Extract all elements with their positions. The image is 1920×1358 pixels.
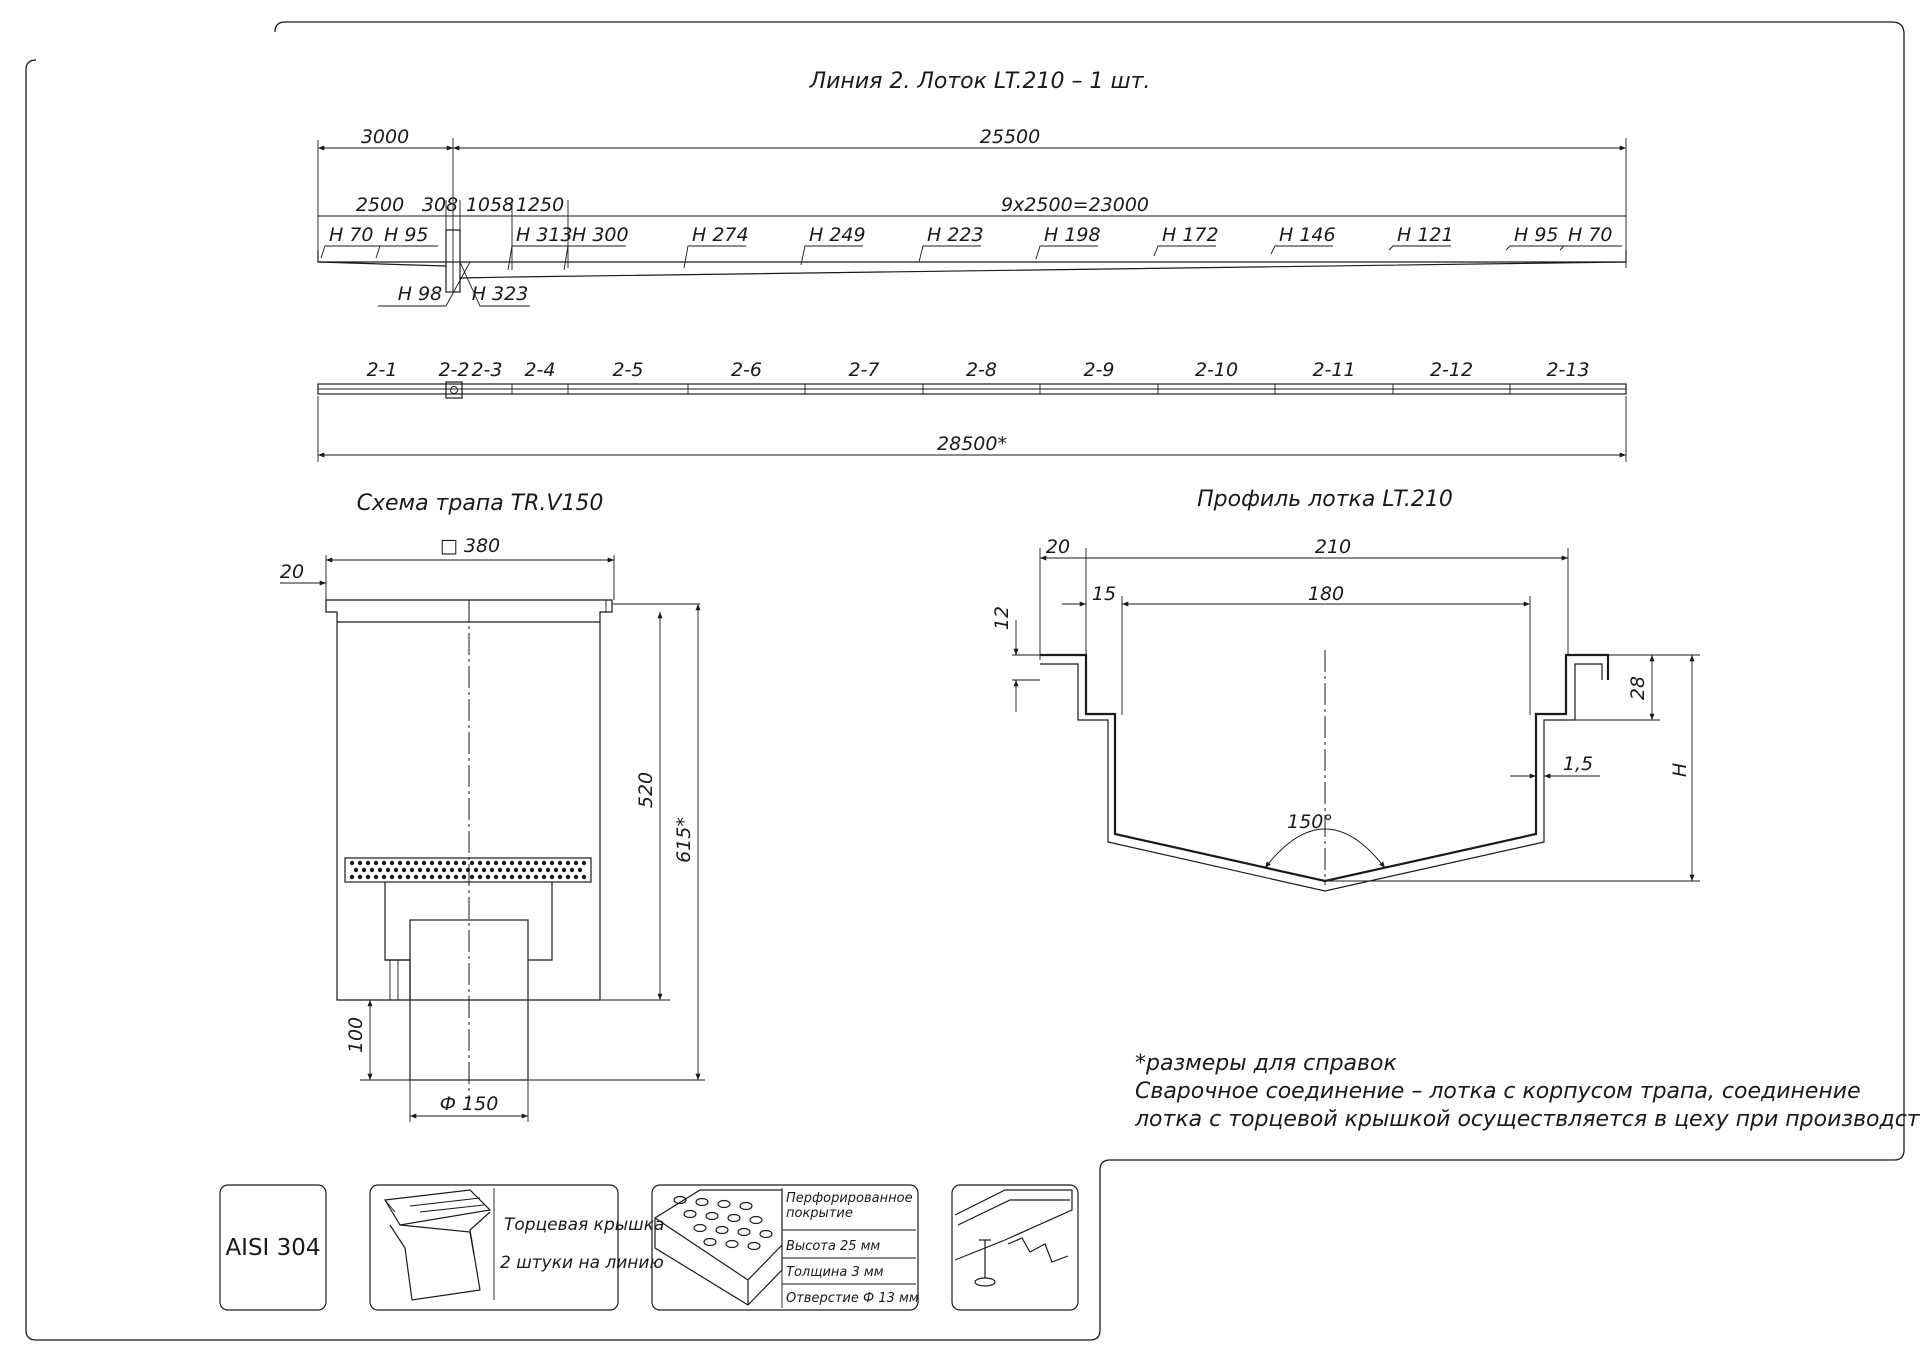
- end-cap-qty: 2 штуки на линию: [500, 1253, 664, 1273]
- profile-height: H: [1669, 763, 1691, 777]
- section-label: 2-7: [848, 359, 879, 381]
- drain-flange: 20: [280, 561, 304, 583]
- height-323: H 323: [472, 283, 529, 305]
- dim-1058: 1058: [466, 194, 514, 216]
- channel-profile: Профиль лотка LT.210 20 210 15 180 12 28…: [991, 487, 1700, 892]
- height-marker: H 300: [563, 224, 629, 271]
- height-label: H 146: [1279, 224, 1336, 246]
- dim-9x2500: 9x2500=23000: [1001, 194, 1149, 216]
- grating-name-1: Перфорированное: [786, 1191, 913, 1206]
- legend-grating: Перфорированное покрытие Высота 25 мм То…: [651, 1184, 919, 1311]
- height-label: H 172: [1162, 224, 1219, 246]
- profile-rim: 28: [1627, 676, 1649, 700]
- profile-flange-height: 12: [991, 606, 1013, 630]
- grating-name-2: покрытие: [786, 1206, 853, 1221]
- section-label: 2-2: [438, 359, 469, 381]
- note-reference: *размеры для справок: [1135, 1051, 1397, 1076]
- drain-schema: Схема трапа TR.V150 □ 380 20 520 615*: [280, 491, 705, 1122]
- height-label: H 121: [1397, 224, 1454, 246]
- legend-installation: [951, 1184, 1079, 1311]
- height-label: H 249: [809, 224, 866, 246]
- dim-3000: 3000: [361, 126, 409, 148]
- height-label: H 70: [329, 224, 374, 246]
- section-label: 2-9: [1083, 359, 1114, 381]
- profile-inner-offset: 15: [1092, 583, 1116, 605]
- height-marker: H 95: [375, 224, 438, 259]
- height-label: H 274: [692, 224, 749, 246]
- height-marker: H 223: [918, 224, 984, 263]
- page-title: Линия 2. Лоток LT.210 – 1 шт.: [809, 69, 1151, 94]
- note-welding-2: лотка с торцевой крышкой осуществляется …: [1134, 1107, 1920, 1132]
- section-label: 2-1: [366, 359, 397, 381]
- section-label: 2-8: [966, 359, 997, 381]
- legend-material: AISI 304: [219, 1184, 327, 1311]
- drain-bottom-dim: 100: [345, 1017, 367, 1053]
- drain-total-height: 615*: [673, 817, 695, 863]
- section-label: 2-3: [471, 359, 502, 381]
- height-marker: H 198: [1035, 224, 1101, 260]
- profile-width: 210: [1315, 536, 1351, 558]
- height-marker: H 146: [1270, 224, 1336, 255]
- dim-308: 308: [422, 194, 458, 216]
- end-cap-label: Торцевая крышка: [504, 1215, 664, 1235]
- frame-corner: [274, 21, 286, 33]
- height-marker: H 172: [1153, 224, 1219, 257]
- height-marker: H 70: [1559, 224, 1622, 251]
- section-label: 2-6: [731, 359, 762, 381]
- section-label: 2-12: [1430, 359, 1473, 381]
- profile-angle: 150°: [1287, 811, 1333, 833]
- material-label: AISI 304: [225, 1235, 320, 1261]
- height-marker: H 121: [1388, 224, 1454, 251]
- legend-end-cap: Торцевая крышка 2 штуки на линию: [369, 1184, 664, 1311]
- height-marker: H 249: [800, 224, 866, 266]
- profile-flange: 20: [1046, 536, 1070, 558]
- section-label: 2-10: [1195, 359, 1238, 381]
- total-length: 28500*: [937, 433, 1007, 455]
- profile-title: Профиль лотка LT.210: [1197, 487, 1453, 512]
- height-label: H 198: [1044, 224, 1101, 246]
- channel-elevation: 3000 25500 2500 308 1058 1250 9x2500=230…: [317, 126, 1627, 307]
- profile-inner-width: 180: [1308, 583, 1344, 605]
- section-label: 2-13: [1546, 359, 1589, 381]
- section-label: 2-11: [1312, 359, 1355, 381]
- height-label: H 300: [572, 224, 629, 246]
- grating-height: Высота 25 мм: [786, 1239, 880, 1254]
- profile-thickness: 1,5: [1563, 753, 1593, 775]
- height-marker: H 313: [507, 224, 573, 271]
- height-label: H 70: [1568, 224, 1613, 246]
- section-label: 2-5: [612, 359, 643, 381]
- height-marker: H 95: [1505, 224, 1568, 251]
- grating-thickness: Толщина 3 мм: [786, 1265, 884, 1280]
- drain-outlet: Ф 150: [440, 1093, 499, 1115]
- dim-25500: 25500: [980, 126, 1040, 148]
- drain-size: □ 380: [440, 535, 500, 557]
- note-welding-1: Сварочное соединение – лотка с корпусом …: [1135, 1079, 1861, 1104]
- drain-title: Схема трапа TR.V150: [357, 491, 604, 516]
- dim-2500: 2500: [356, 194, 404, 216]
- notes: *размеры для справок Сварочное соединени…: [1134, 1051, 1920, 1132]
- height-label: H 95: [1514, 224, 1559, 246]
- section-label: 2-4: [524, 359, 555, 381]
- grating-hole: Отверстие Ф 13 мм: [786, 1291, 919, 1306]
- drain-height: 520: [635, 772, 657, 808]
- height-98: H 98: [398, 283, 443, 305]
- height-label: H 313: [516, 224, 573, 246]
- sheet-frame: [25, 21, 1905, 1341]
- height-label: H 95: [384, 224, 429, 246]
- height-label: H 223: [927, 224, 984, 246]
- height-marker: H 70: [320, 224, 383, 259]
- dim-1250: 1250: [516, 194, 564, 216]
- height-marker: H 274: [683, 224, 749, 269]
